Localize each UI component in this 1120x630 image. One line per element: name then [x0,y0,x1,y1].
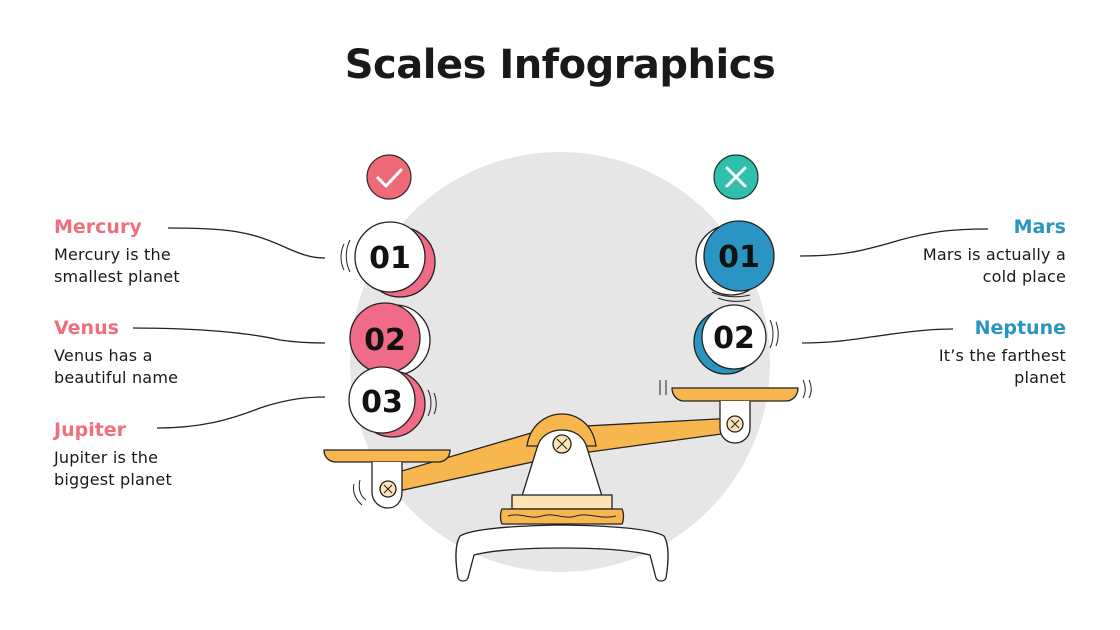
item-neptune: Neptune It’s the farthest planet [826,317,1066,389]
check-icon [376,168,403,188]
x-icon [725,166,747,188]
item-mercury: Mercury Mercury is the smallest planet [54,216,294,288]
svg-text:03: 03 [361,385,403,420]
svg-text:02: 02 [364,323,406,358]
coin-left-02: 02 [349,302,431,376]
coin-left-01: 01 [340,221,436,298]
x-badge [713,154,759,200]
svg-text:01: 01 [718,240,760,275]
item-desc: Mercury is the smallest planet [54,245,180,286]
item-venus: Venus Venus has a beautiful name [54,317,294,389]
item-name: Jupiter [54,419,127,441]
svg-text:01: 01 [369,241,411,276]
item-desc: Mars is actually a cold place [922,245,1066,286]
coin-right-02: 02 [693,304,779,375]
item-name: Mercury [54,216,142,238]
page-title: Scales Infographics [344,42,776,88]
item-jupiter: Jupiter Jupiter is the biggest planet [54,419,294,491]
connector-lines [132,227,989,429]
item-name: Mars [1013,216,1066,238]
item-mars: Mars Mars is actually a cold place [826,216,1066,288]
scale [323,379,812,582]
check-badge [366,154,412,200]
item-name: Neptune [974,317,1066,339]
coin-right-01: 01 [695,220,775,302]
item-desc: Venus has a beautiful name [54,346,179,387]
item-name: Venus [54,317,119,339]
coin-left-03: 03 [348,366,437,438]
item-desc: Jupiter is the biggest planet [54,448,172,489]
svg-text:02: 02 [713,321,755,356]
item-desc: It’s the farthest planet [938,346,1066,387]
